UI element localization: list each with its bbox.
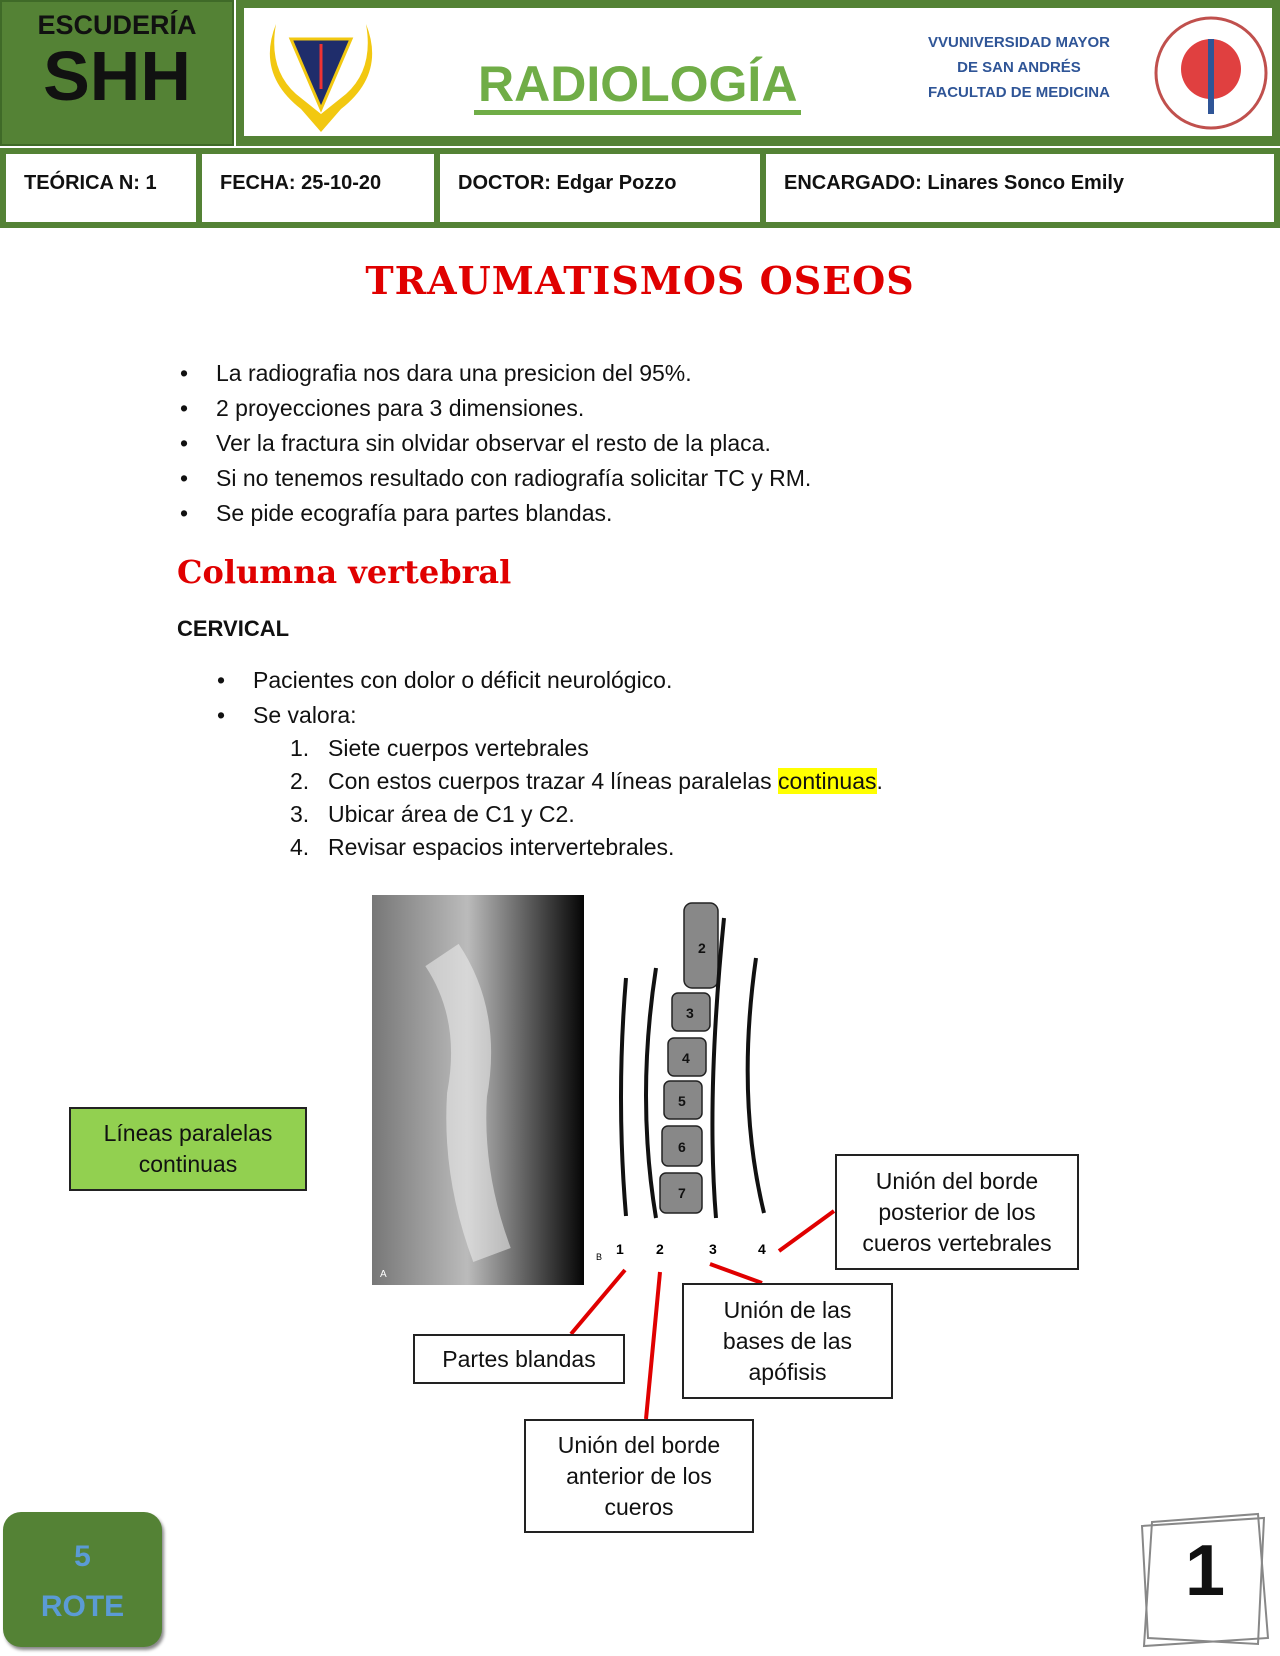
teorica: TEÓRICA N: 1 [6, 154, 196, 222]
numbered-item: 3.Ubicar área de C1 y C2. [290, 801, 575, 827]
sub-bullet: Pacientes con dolor o déficit neurológic… [217, 663, 672, 698]
svg-text:B: B [596, 1252, 602, 1262]
fecha: FECHA: 25-10-20 [202, 154, 434, 222]
brand-main: SHH [43, 37, 191, 115]
callout-parallel-lines: Líneas paralelas continuas [69, 1107, 307, 1191]
brand-box: ESCUDERÍA SHH [0, 0, 234, 146]
frame-icon [1140, 1512, 1270, 1648]
section-heading: Columna vertebral [177, 553, 512, 591]
bullet: Ver la fractura sin olvidar observar el … [180, 426, 771, 461]
umsa-seal-icon [1154, 16, 1268, 130]
info-row: TEÓRICA N: 1 FECHA: 25-10-20 DOCTOR: Edg… [0, 148, 1280, 228]
subsection-heading: CERVICAL [177, 616, 290, 641]
sub-bullet: Se valora: [217, 698, 356, 733]
brand-top: ESCUDERÍA [37, 10, 197, 40]
svg-text:A: A [380, 1269, 387, 1280]
callout-anterior-border: Unión del borde anterior de los cueros [524, 1419, 754, 1533]
encargado: ENCARGADO: Linares Sonco Emily [766, 154, 1274, 222]
numbered-item: 2.Con estos cuerpos trazar 4 líneas para… [290, 768, 883, 794]
cervical-xray-image: A [372, 895, 584, 1285]
page-number-box: 1 [1140, 1512, 1270, 1648]
page-title: TRAUMATISMOS OSEOS [365, 258, 915, 303]
bullet: Si no tenemos resultado con radiografía … [180, 461, 811, 496]
callout-soft-tissue: Partes blandas [413, 1334, 625, 1384]
bullet: La radiografia nos dara una presicion de… [180, 356, 692, 391]
svg-text:3: 3 [686, 1005, 694, 1021]
escuderia-logo-icon [269, 24, 373, 132]
svg-text:1: 1 [616, 1241, 624, 1257]
svg-text:4: 4 [682, 1050, 690, 1066]
svg-text:2: 2 [656, 1241, 664, 1257]
page-number: 1 [1184, 1531, 1226, 1611]
callout-apophysis: Unión de las bases de las apófisis [682, 1283, 893, 1399]
svg-text:2: 2 [698, 940, 706, 956]
svg-text:7: 7 [678, 1185, 686, 1201]
subject-title: RADIOLOGÍA [474, 58, 802, 115]
numbered-item: 1.Siete cuerpos vertebrales [290, 735, 589, 761]
svg-text:5: 5 [678, 1093, 686, 1109]
doctor: DOCTOR: Edgar Pozzo [440, 154, 760, 222]
bullet: 2 proyecciones para 3 dimensiones. [180, 391, 584, 426]
highlight: continuas [778, 768, 877, 794]
callout-posterior-border: Unión del borde posterior de los cueros … [835, 1154, 1079, 1270]
numbered-item: 4.Revisar espacios intervertebrales. [290, 834, 675, 860]
bullet: Se pide ecografía para partes blandas. [180, 496, 612, 531]
svg-text:3: 3 [709, 1241, 717, 1257]
svg-text:4: 4 [758, 1241, 766, 1257]
svg-text:6: 6 [678, 1139, 686, 1155]
cervical-lines-diagram: 2 3 4 5 6 7 1 2 3 4 B [596, 902, 766, 1262]
